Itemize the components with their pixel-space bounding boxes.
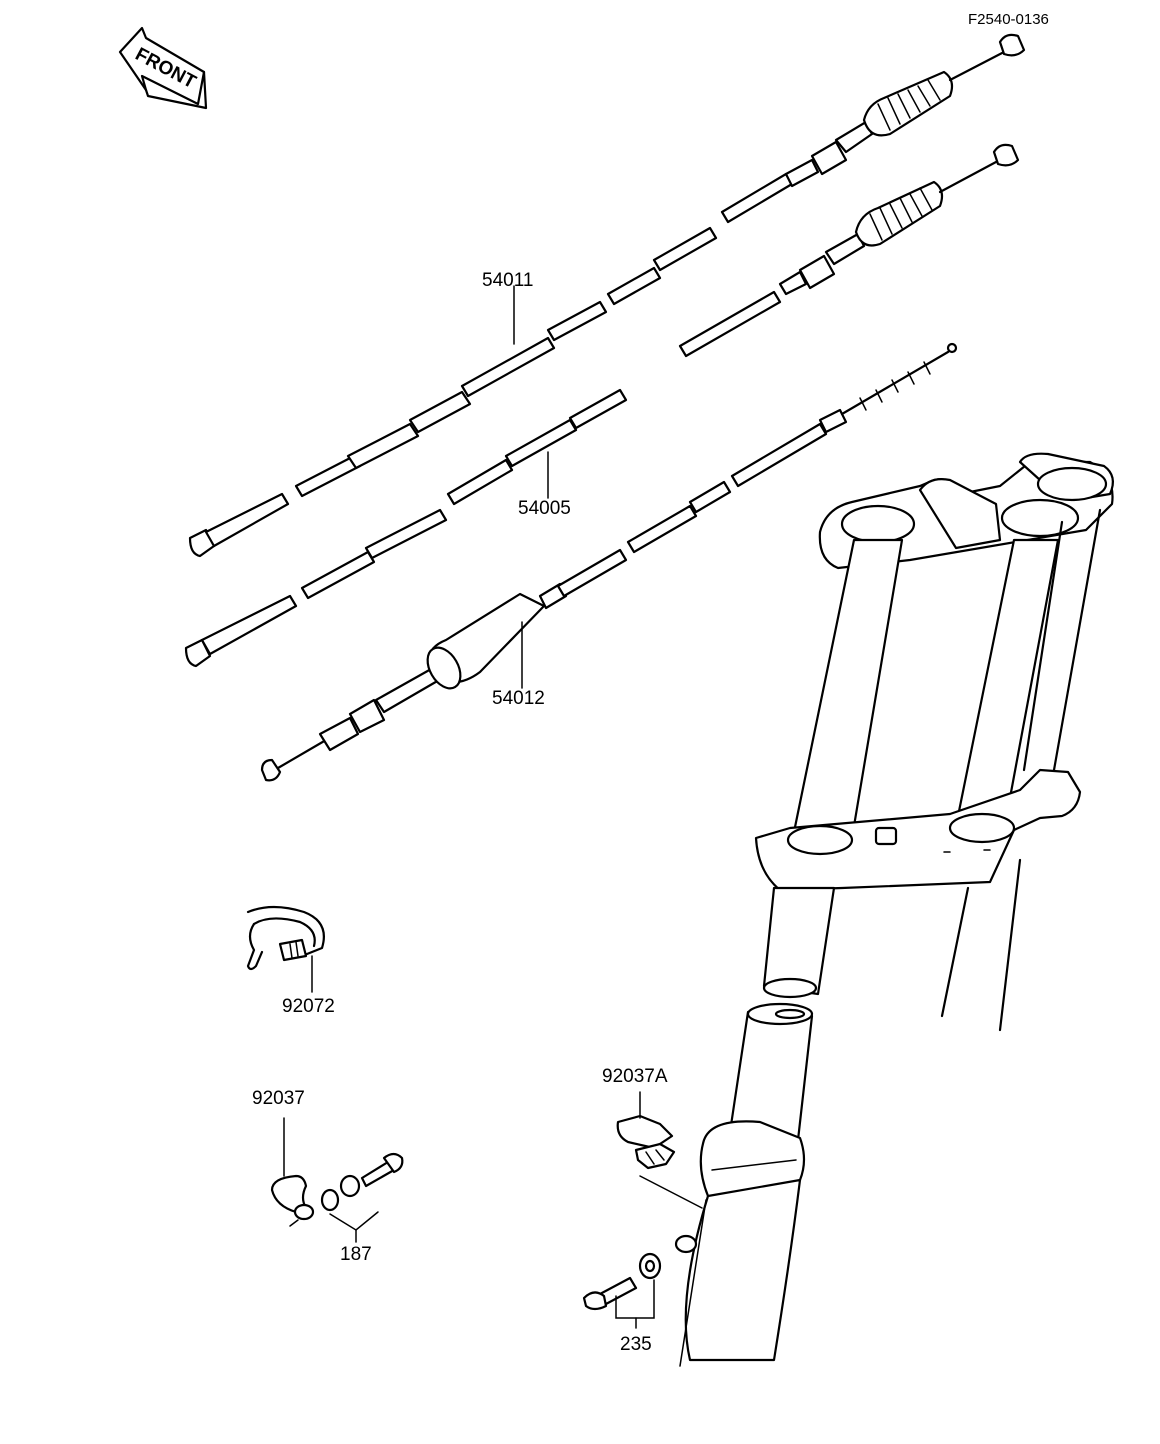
callout-92037a: 92037A — [602, 1066, 668, 1087]
callout-54005: 54005 — [518, 498, 571, 519]
callout-54012: 54012 — [492, 688, 545, 709]
brake-cable-54005[interactable] — [184, 143, 1020, 668]
front-arrow-icon: FRONT — [118, 26, 208, 110]
bolt-187[interactable] — [320, 1152, 404, 1243]
throttle-cable-54012[interactable] — [260, 342, 958, 782]
clamp-92072[interactable] — [246, 905, 325, 993]
callout-235: 235 — [620, 1334, 652, 1355]
clutch-cable-54011[interactable] — [188, 33, 1026, 558]
callout-92037: 92037 — [252, 1088, 305, 1109]
callout-54011: 54011 — [482, 270, 533, 291]
front-fork-assembly — [674, 452, 1115, 1367]
diagram-code: F2540-0136 — [968, 11, 1049, 28]
bolt-235[interactable] — [582, 1252, 662, 1329]
callout-92072: 92072 — [282, 996, 335, 1017]
clamp-92037a[interactable] — [616, 1091, 703, 1209]
clamp-92037[interactable] — [270, 1117, 315, 1227]
callout-187: 187 — [340, 1244, 372, 1265]
